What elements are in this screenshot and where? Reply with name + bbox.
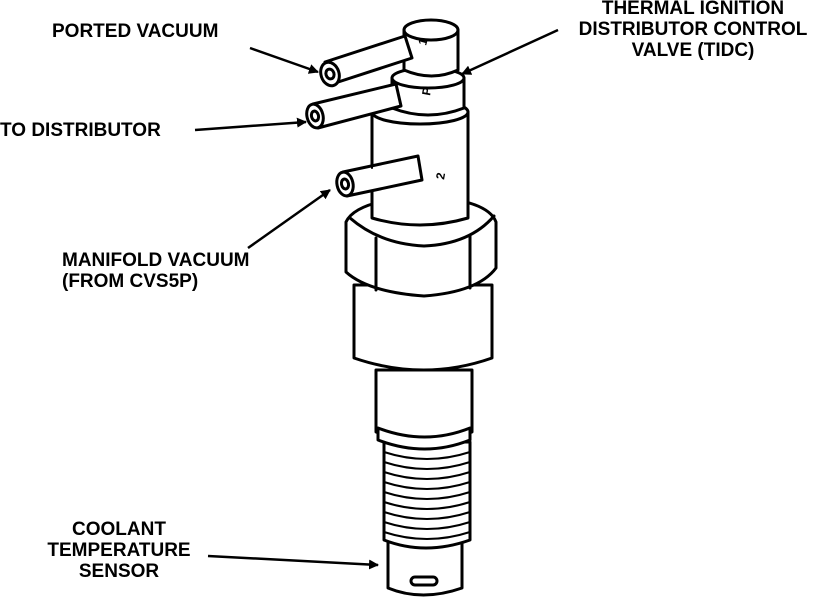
port-p-tube (305, 82, 403, 130)
arrow-coolant-sensor (207, 554, 379, 570)
port-2-mark: 2 (433, 171, 448, 180)
label-manifold-line1: MANIFOLD VACUUM (62, 250, 250, 271)
label-tidc-line1: THERMAL IGNITION (601, 0, 785, 19)
top-cap (390, 18, 466, 117)
label-coolant-line1: COOLANT (72, 519, 166, 540)
arrow-manifold-vacuum (247, 188, 331, 250)
label-ported-vacuum: PORTED VACUUM (52, 21, 219, 42)
arrow-ported-vacuum (249, 46, 319, 74)
port-2-tube (335, 154, 424, 198)
label-tidc-line3: VALVE (TIDC) (631, 40, 755, 61)
lower-body (352, 283, 494, 372)
arrow-tidc (461, 28, 559, 76)
label-tidc: THERMAL IGNITION DISTRIBUTOR CONTROL VAL… (554, 0, 832, 61)
label-manifold-vacuum: MANIFOLD VACUUM (FROM CVS5P) (62, 250, 250, 292)
sensor-tip (386, 533, 464, 597)
port-1-mark: 1 (415, 36, 430, 46)
label-coolant-line2: TEMPERATURE (47, 540, 191, 561)
label-tidc-line2: DISTRIBUTOR CONTROL (578, 19, 808, 40)
arrow-to-distributor (194, 117, 307, 132)
label-manifold-line2: (FROM CVS5P) (62, 271, 199, 292)
label-coolant-sensor: COOLANT TEMPERATURE SENSOR (40, 519, 198, 582)
port-p-mark: P (419, 86, 434, 96)
port-1-tube (319, 34, 414, 88)
label-coolant-line3: SENSOR (78, 561, 160, 582)
valve-neck (374, 368, 474, 451)
threaded-section (382, 440, 472, 550)
label-to-distributor: TO DISTRIBUTOR (0, 120, 161, 141)
